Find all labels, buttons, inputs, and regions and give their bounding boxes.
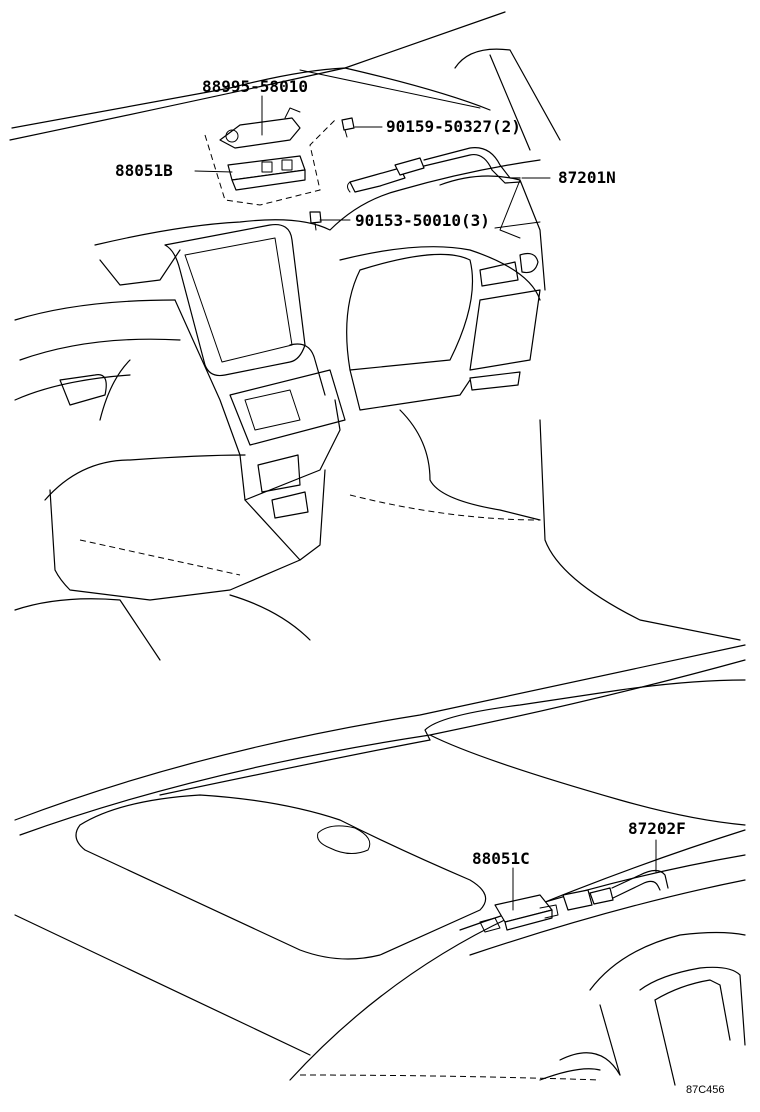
part-88995-bracket-shape	[219, 107, 301, 149]
label-87202f: 87202F	[628, 819, 686, 838]
label-87201n: 87201N	[558, 168, 616, 187]
leader-lines-lower	[512, 839, 657, 911]
label-88051b: 88051B	[115, 161, 173, 180]
part-87202f-antenna-shape	[562, 869, 669, 911]
roof-drawing	[14, 644, 746, 1086]
label-88051c: 88051C	[472, 849, 530, 868]
bolt-90159-shape	[341, 117, 355, 138]
dashboard-drawing	[9, 11, 741, 661]
part-87201n-antenna-shape	[347, 147, 521, 193]
part-88051b-unit-shape	[227, 155, 306, 191]
label-88995-58010: 88995-58010	[202, 77, 308, 96]
label-90153-50010: 90153-50010(3)	[355, 211, 490, 230]
label-90159-50327: 90159-50327(2)	[386, 117, 521, 136]
bolt-90153-shape	[309, 211, 322, 231]
figure-code: 87C456	[686, 1084, 725, 1096]
part-88051c-unit-shape	[479, 894, 559, 933]
leader-lines-upper	[194, 95, 551, 221]
